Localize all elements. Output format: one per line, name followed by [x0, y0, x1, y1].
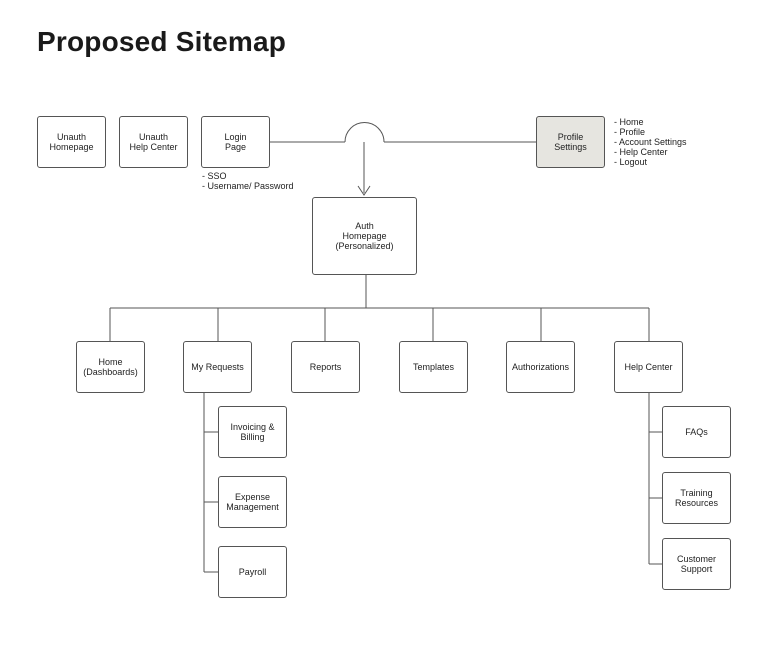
profile-note-item: Help Center	[614, 147, 687, 157]
node-login-page[interactable]: Login Page	[201, 116, 270, 168]
node-label: Reports	[309, 362, 342, 372]
node-customer-support[interactable]: Customer Support	[662, 538, 731, 590]
node-help-center[interactable]: Help Center	[614, 341, 683, 393]
node-invoicing-billing[interactable]: Invoicing & Billing	[218, 406, 287, 458]
node-label: Auth Homepage (Personalized)	[335, 221, 394, 251]
node-payroll[interactable]: Payroll	[218, 546, 287, 598]
node-label: Help Center	[624, 362, 673, 372]
node-label: My Requests	[191, 362, 244, 372]
node-faqs[interactable]: FAQs	[662, 406, 731, 458]
node-unauth-homepage[interactable]: Unauth Homepage	[37, 116, 106, 168]
page-title: Proposed Sitemap	[37, 26, 287, 57]
node-label: Unauth Homepage	[49, 132, 94, 152]
node-profile-settings[interactable]: Profile Settings	[536, 116, 605, 168]
node-label: Templates	[412, 362, 455, 372]
node-label: FAQs	[685, 427, 708, 437]
node-my-requests[interactable]: My Requests	[183, 341, 252, 393]
node-label: Profile Settings	[554, 132, 587, 152]
node-label: Home (Dashboards)	[83, 357, 138, 377]
node-home-dashboards[interactable]: Home (Dashboards)	[76, 341, 145, 393]
node-label: Login Page	[224, 132, 247, 152]
login-note-item: SSO	[202, 171, 294, 181]
node-label: Expense Management	[226, 492, 279, 512]
node-label: Invoicing & Billing	[230, 422, 275, 442]
profile-note-item: Profile	[614, 127, 687, 137]
node-templates[interactable]: Templates	[399, 341, 468, 393]
node-label: Training Resources	[674, 488, 719, 508]
login-notes: SSO Username/ Password	[202, 171, 294, 191]
node-label: Payroll	[238, 567, 267, 577]
node-label: Authorizations	[511, 362, 570, 372]
node-authorizations[interactable]: Authorizations	[506, 341, 575, 393]
node-auth-homepage[interactable]: Auth Homepage (Personalized)	[312, 197, 417, 275]
profile-notes: Home Profile Account Settings Help Cente…	[614, 117, 687, 167]
node-expense-management[interactable]: Expense Management	[218, 476, 287, 528]
node-unauth-help-center[interactable]: Unauth Help Center	[119, 116, 188, 168]
profile-note-item: Home	[614, 117, 687, 127]
node-label: Unauth Help Center	[129, 132, 178, 152]
profile-note-item: Logout	[614, 157, 687, 167]
node-reports[interactable]: Reports	[291, 341, 360, 393]
node-label: Customer Support	[676, 554, 716, 574]
login-note-item: Username/ Password	[202, 181, 294, 191]
profile-note-item: Account Settings	[614, 137, 687, 147]
node-training-resources[interactable]: Training Resources	[662, 472, 731, 524]
